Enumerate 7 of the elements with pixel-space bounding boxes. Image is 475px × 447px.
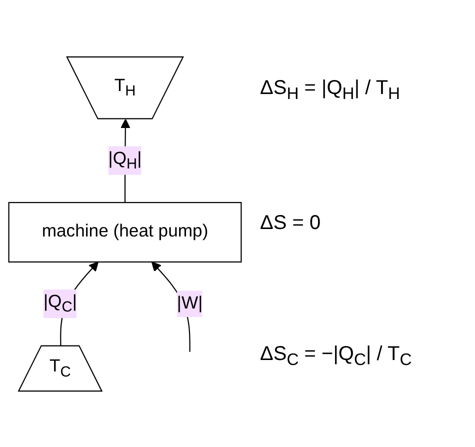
edge-label: |Q$_{C}$| [43,292,77,314]
entropy-equation: ΔS$_{C}$ = −|Q$_{C}$| / T$_{C}$ [260,342,413,370]
entropy-equation: ΔS$_{H}$ = |Q$_{H}$| / T$_{H}$ [260,77,402,104]
node-box: machine (heat pump) [8,201,242,262]
edge-label: |Q$_{H}$| [108,149,142,172]
entropy-equation: ΔS = 0 [260,212,322,235]
edge-label: |W| [176,293,203,312]
